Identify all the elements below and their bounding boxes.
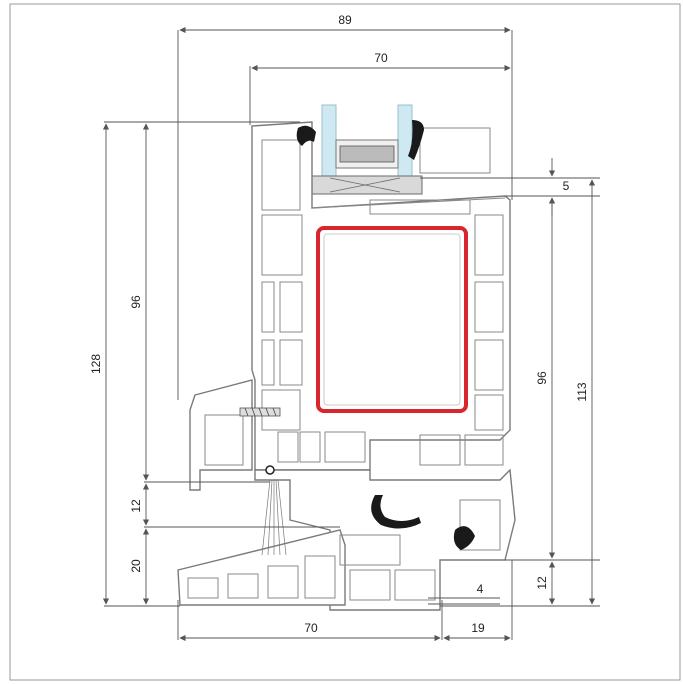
dim-sash-width: 70: [374, 51, 388, 65]
glass-pane: [321, 104, 413, 186]
dim-left-sill: 20: [129, 559, 143, 573]
dim-frame-bottom-width: 70: [304, 621, 318, 635]
gaskets: [265, 120, 475, 550]
dim-left-gap: 12: [129, 499, 143, 513]
dim-left-total-height: 128: [89, 354, 103, 374]
dim-right-total-height: 113: [575, 382, 589, 401]
lower-frame: [254, 468, 516, 611]
drainage-hatch: [261, 479, 287, 556]
steel-reinforcement: [316, 226, 468, 413]
dim-small-offset: 4: [477, 582, 484, 596]
drawing-border: [9, 3, 681, 681]
frame-lower-chambers: [204, 414, 501, 601]
dim-right-top-gap: 5: [563, 179, 570, 193]
fixing-screw: [239, 407, 281, 417]
sill-chambers: [187, 555, 336, 599]
dim-right-sash-height: 96: [535, 371, 549, 385]
glazing-spacer: [311, 175, 423, 195]
window-sill: [177, 529, 346, 606]
profile-body: [177, 104, 516, 611]
spacer-bar: [339, 145, 395, 163]
reinforcement-inner: [323, 233, 461, 406]
sash-chambers: [261, 127, 506, 466]
dim-right-bottom-gap: 12: [535, 576, 549, 590]
dim-left-sash-height: 96: [129, 295, 143, 309]
dim-overall-width: 89: [338, 13, 352, 27]
dimensions: 89 70 70 19 128 96 12 20: [89, 13, 600, 642]
dim-bottom-offset: 19: [471, 621, 485, 635]
